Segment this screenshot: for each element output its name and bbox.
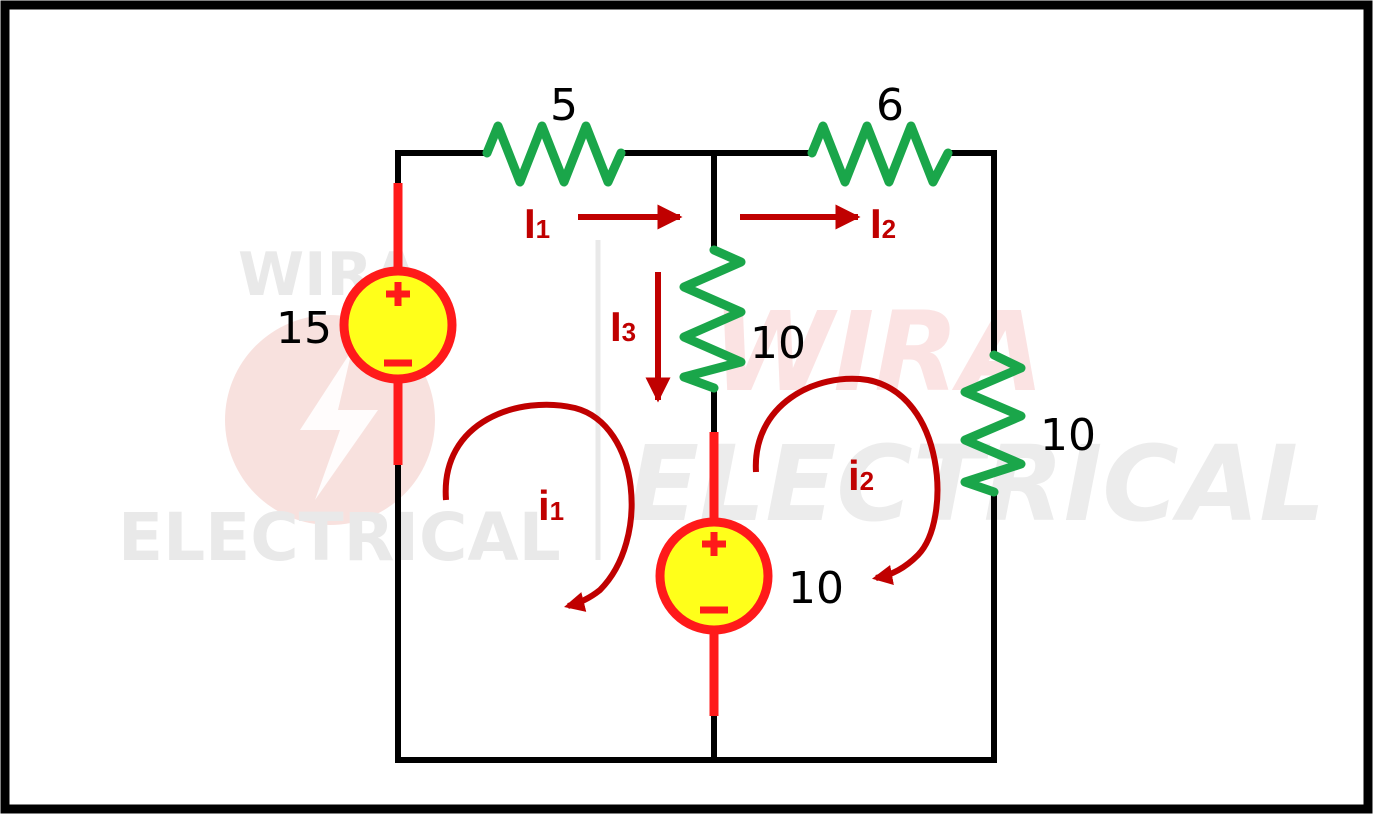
label-r-right: 10 [1040,410,1096,461]
watermark-line1-large: WIRA [712,288,1044,416]
resistors [482,121,1026,497]
branch-current-arrows [578,204,861,403]
label-r-top-left: 5 [550,80,578,131]
watermark-line2-small: ELECTRICAL [118,499,561,576]
resistor-right [960,350,1026,497]
source-left-body [339,266,457,384]
source-left [339,183,457,465]
source-middle [655,432,773,716]
label-i2-letter: i [848,452,860,499]
label-r-top-right: 6 [876,80,904,131]
resistor-top-right [807,121,953,187]
wire-left-top [395,150,490,186]
label-i2-sub: 2 [860,466,874,496]
label-I3-letter: I [610,303,622,350]
label-source-left: 15 [276,303,332,354]
mesh-current-arcs [442,375,941,612]
resistor-middle [679,245,746,393]
arc-i2 [752,375,941,586]
wires [395,150,997,763]
label-i1-sub: 1 [550,496,564,526]
wire-top-right [945,150,997,358]
label-i1: i1 [538,482,564,529]
source-mid-body [655,517,773,635]
watermark-bolt [300,350,378,500]
label-I2: I2 [870,200,896,247]
resistor-top-left [482,121,626,187]
label-r-mid: 10 [750,318,806,369]
label-I2-sub: 2 [882,214,896,244]
arc-i1 [442,401,635,612]
label-I2-letter: I [870,200,882,247]
label-I3: I3 [610,303,636,350]
label-I3-sub: 3 [622,317,636,347]
label-I1: I1 [524,200,550,247]
label-i2: i2 [848,452,874,499]
label-I1-sub: 1 [536,214,550,244]
label-source-mid: 10 [788,563,844,614]
label-I1-letter: I [524,200,536,247]
label-i1-letter: i [538,482,550,529]
